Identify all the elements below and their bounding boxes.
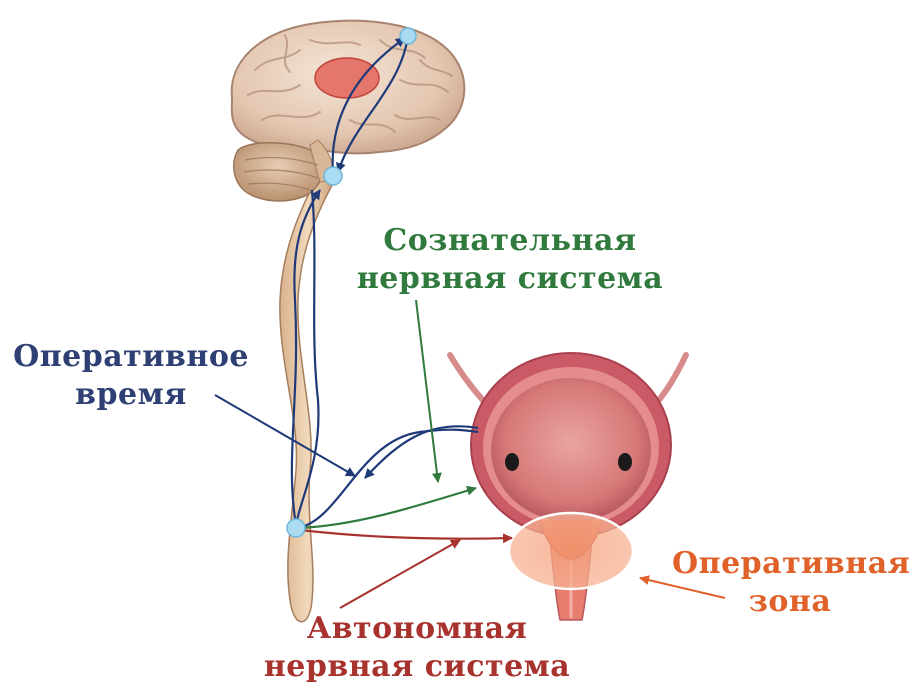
label-operative-time-line2: время (6, 376, 256, 414)
ureter-orifice-left (505, 453, 519, 471)
label-operative-time-line1: Оперативное (6, 338, 256, 376)
nerve-bladder-to-spine (365, 426, 478, 478)
ureter-orifice-right (618, 453, 632, 471)
label-operative-zone-line1: Оперативная (672, 545, 908, 583)
operative-zone-highlight (509, 513, 633, 589)
label-conscious-line1: Сознательная (345, 222, 675, 260)
pointer-autonomous (340, 540, 460, 608)
node-sacral (287, 519, 305, 537)
nerve-conscious-to-bladder (300, 488, 476, 528)
node-brainstem (324, 167, 342, 185)
motor-area (315, 58, 379, 98)
spinal-cord (280, 175, 336, 622)
label-autonomous-nervous-system: Автономная нервная система (262, 610, 572, 686)
label-operative-zone-line2: зона (672, 583, 908, 621)
pointer-conscious (416, 300, 438, 482)
brain (232, 21, 465, 201)
label-operative-time: Оперативное время (6, 338, 256, 414)
node-cortex (400, 28, 416, 44)
label-conscious-line2: нервная система (345, 260, 675, 298)
label-autonomous-line2: нервная система (262, 648, 572, 686)
label-conscious-nervous-system: Сознательная нервная система (345, 222, 675, 298)
label-autonomous-line1: Автономная (262, 610, 572, 648)
nerve-autonomous-to-sphincter (300, 530, 512, 539)
label-operative-zone: Оперативная зона (672, 545, 908, 621)
